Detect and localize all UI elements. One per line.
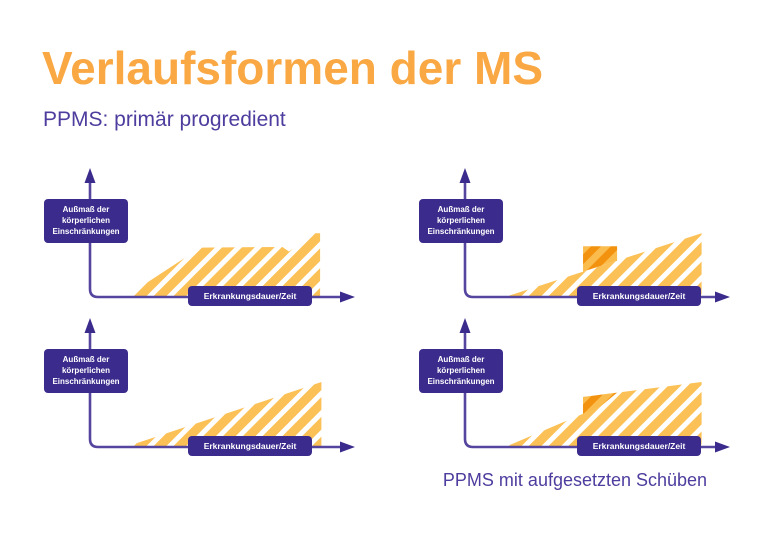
axes <box>88 179 344 299</box>
disease-progression-area <box>125 382 322 447</box>
area-group <box>505 382 702 447</box>
chart-ppms-step-relapse: Außmaß der körperlichen Einschränkungen … <box>417 313 733 456</box>
x-axis-label: Erkrankungsdauer/Zeit <box>188 286 312 306</box>
y-axis-label: Außmaß der körperlichen Einschränkungen <box>419 349 503 393</box>
disease-progression-area <box>505 382 702 447</box>
chart-canvas <box>459 318 730 453</box>
x-axis-arrow-icon <box>340 291 355 303</box>
axes <box>463 329 719 449</box>
x-axis-arrow-icon <box>340 441 355 453</box>
page-title: Verlaufsformen der MS <box>42 42 544 94</box>
axes <box>463 179 719 299</box>
chart-ppms-plateau: Außmaß der körperlichen Einschränkungen … <box>42 163 358 306</box>
axes <box>88 329 344 449</box>
page-subtitle: PPMS: primär progredient <box>43 108 286 131</box>
chart-canvas <box>459 168 730 303</box>
y-axis-label: Außmaß der körperlichen Einschränkungen <box>44 349 128 393</box>
disease-progression-area <box>125 233 321 297</box>
relapse-highlight-area <box>583 392 618 414</box>
chart-ppms-with-relapse: Außmaß der körperlichen Einschränkungen … <box>417 163 733 306</box>
x-axis-label: Erkrankungsdauer/Zeit <box>188 436 312 456</box>
chart-canvas <box>84 318 355 453</box>
chart-ppms-steady: Außmaß der körperlichen Einschränkungen … <box>42 313 358 456</box>
chart-caption: PPMS mit aufgesetzten Schüben <box>442 470 708 490</box>
chart-canvas <box>84 168 355 303</box>
y-axis-arrow-icon <box>459 168 471 183</box>
y-axis-label: Außmaß der körperlichen Einschränkungen <box>419 199 503 243</box>
area-group <box>125 233 321 297</box>
x-axis-arrow-icon <box>715 441 730 453</box>
y-axis-arrow-icon <box>84 168 96 183</box>
y-axis-label: Außmaß der körperlichen Einschränkungen <box>44 199 128 243</box>
area-group <box>125 382 322 447</box>
y-axis-arrow-icon <box>459 318 471 333</box>
x-axis-label: Erkrankungsdauer/Zeit <box>577 436 701 456</box>
x-axis-label: Erkrankungsdauer/Zeit <box>577 286 701 306</box>
x-axis-arrow-icon <box>715 291 730 303</box>
y-axis-arrow-icon <box>84 318 96 333</box>
relapse-highlight-area <box>583 246 618 272</box>
